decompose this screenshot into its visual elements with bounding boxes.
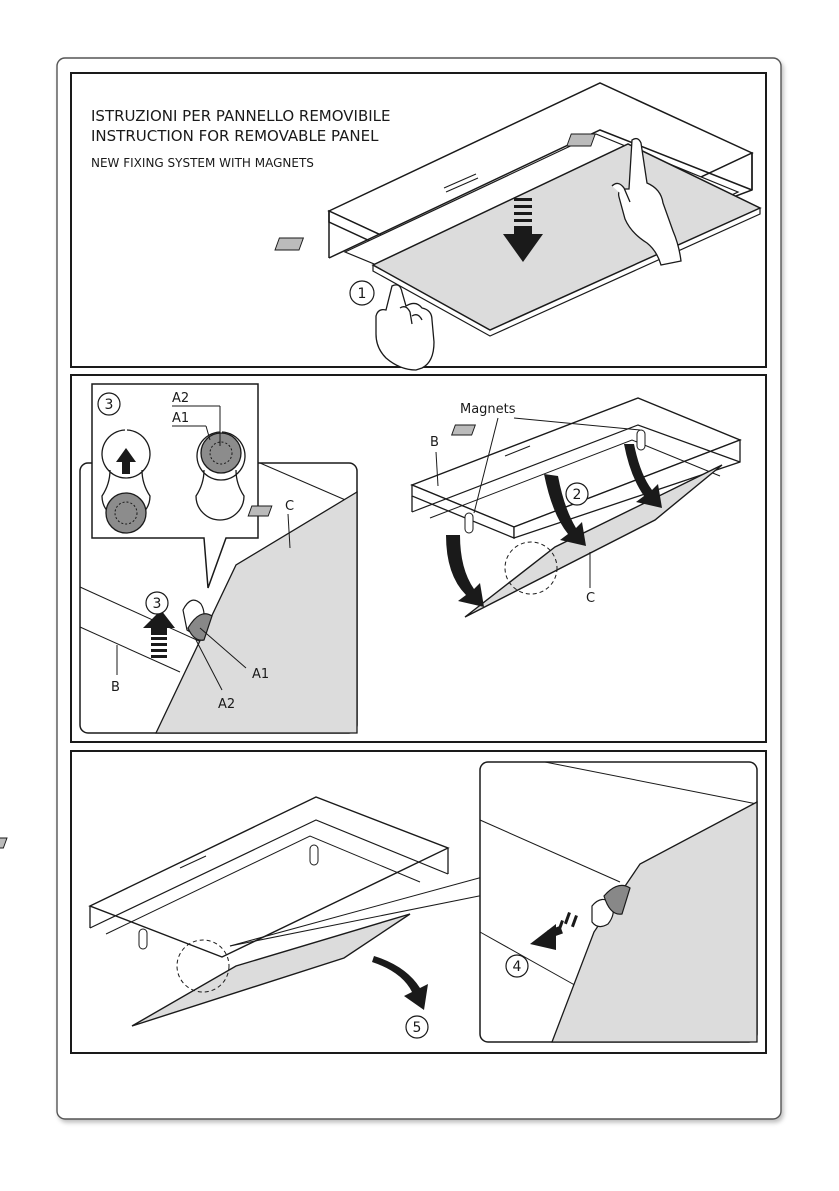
step-3-badge (97, 392, 121, 416)
step-1-badge (349, 280, 375, 306)
label-c-detail: C (285, 499, 294, 514)
title-italian: ISTRUZIONI PER PANNELLO REMOVIBILE (91, 107, 391, 125)
hood-grille (443, 173, 479, 193)
magnet-pad-b (450, 424, 476, 436)
hood-step-5: 5 (0, 796, 491, 1039)
panel-step-2-3: 3 A1 A2 B C 3 A2 A (70, 374, 767, 743)
step-5-badge (405, 1015, 429, 1039)
fall-arrow-left-icon (446, 535, 484, 607)
step-1-number: 1 (358, 286, 367, 302)
step-3b-number: 3 (153, 596, 162, 612)
magnet-pin-detail-4 (603, 884, 631, 915)
magnet-pad-right (566, 133, 596, 147)
fall-arrow-mid-icon (544, 474, 586, 546)
label-b-detail: B (111, 680, 120, 695)
magnet-pin-c (138, 928, 148, 950)
label-c-right: C (586, 591, 595, 606)
magnet-pin-b (636, 429, 646, 451)
zoom-circle-2 (176, 939, 230, 993)
pivot-arrow-icon (372, 956, 428, 1010)
label-a1-inset: A1 (172, 411, 189, 426)
down-arrow-icon (503, 198, 543, 262)
fall-arrow-right-icon (624, 444, 662, 508)
label-a2-inset: A2 (172, 391, 189, 406)
panel-c-detail (154, 490, 358, 734)
panel-step-4-5: 5 4 (0, 750, 767, 1054)
inset-step-3: 3 A2 A1 (91, 383, 259, 589)
step-3-number: 3 (105, 397, 114, 413)
magnet-left (105, 492, 147, 534)
removable-panel-dropped (131, 913, 411, 1027)
magnet-pad-left (274, 237, 305, 251)
hand-left-icon (375, 284, 435, 371)
detail-box-step-4: 4 (479, 761, 758, 1043)
left-arrow-icon (530, 912, 578, 950)
subtitle: NEW FIXING SYSTEM WITH MAGNETS (91, 156, 314, 170)
step-2-badge (565, 482, 589, 506)
step-2-number: 2 (573, 487, 582, 503)
up-arrow-icon (143, 610, 175, 658)
magnet-pad-d (0, 837, 8, 849)
zoom-circle (504, 541, 558, 595)
inset-up-arrow-icon (116, 448, 136, 474)
magnet-pin-d (309, 844, 319, 866)
hand-right-icon (611, 137, 682, 266)
step-4-badge (505, 954, 529, 978)
label-a2-detail: A2 (218, 697, 235, 712)
panel-c-detail-4 (551, 800, 758, 1043)
magnet-right (200, 432, 242, 474)
hood-step-2: 2 Magnets B C (247, 397, 742, 618)
step-3b-badge (145, 591, 169, 615)
title-english: INSTRUCTION FOR REMOVABLE PANEL (91, 127, 379, 145)
step-5-number: 5 (413, 1020, 422, 1036)
magnet-pin-a (464, 512, 474, 534)
panel-step-1: ISTRUZIONI PER PANNELLO REMOVIBILE INSTR… (70, 72, 767, 371)
label-b-right: B (430, 435, 439, 450)
label-magnets: Magnets (460, 402, 516, 417)
label-a1-detail: A1 (252, 667, 269, 682)
step-4-number: 4 (513, 959, 522, 975)
magnet-pad-a (247, 505, 273, 517)
